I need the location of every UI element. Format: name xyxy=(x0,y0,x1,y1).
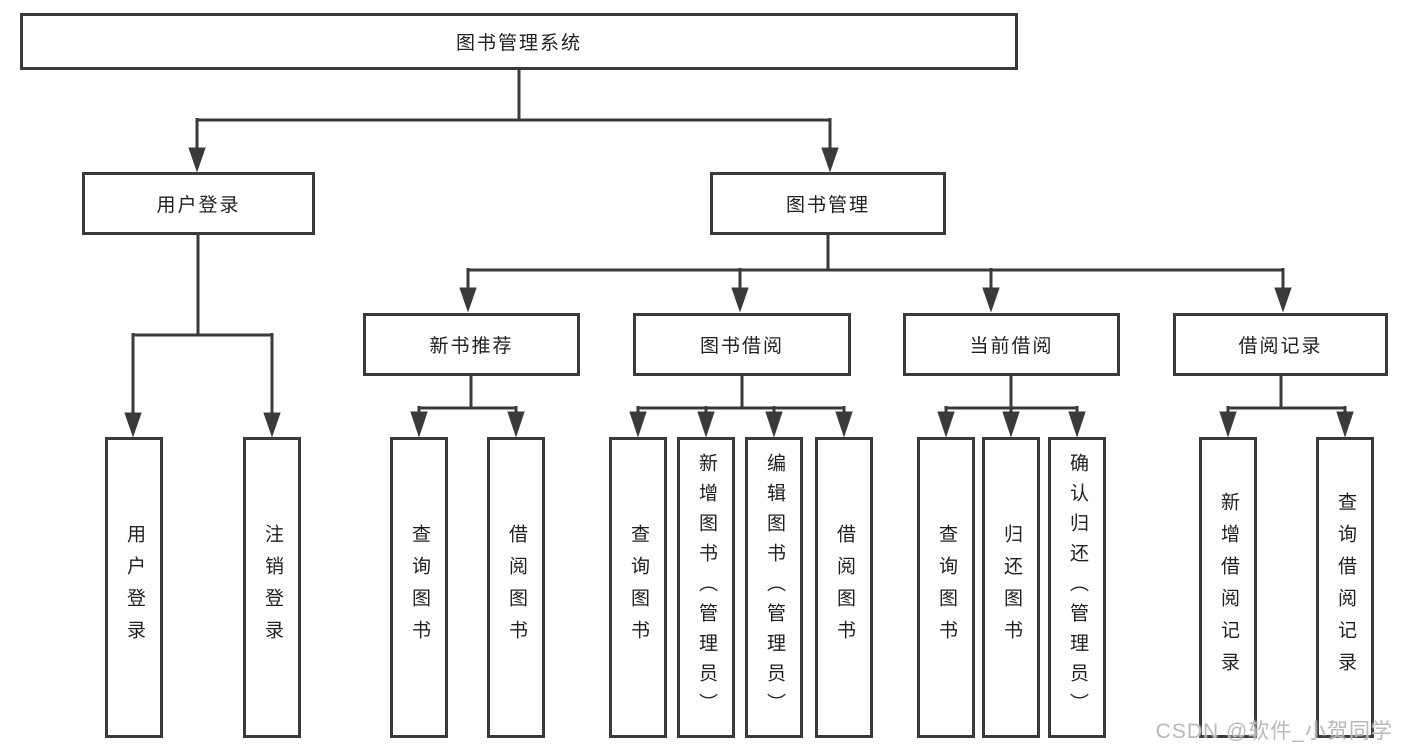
connector-root xyxy=(188,70,839,173)
leaf-logout: 注销登录 xyxy=(243,437,301,738)
node-current-borrowing: 当前借阅 xyxy=(903,313,1120,376)
connector-user-login xyxy=(124,235,281,438)
node-new-book-recommend: 新书推荐 xyxy=(363,313,580,376)
connector-book-borrowing xyxy=(629,375,853,438)
node-user-login: 用户登录 xyxy=(82,172,315,235)
leaf-user-login: 用户登录 xyxy=(105,437,163,738)
watermark-text: CSDN @软件_小贺同学 xyxy=(1155,720,1393,743)
connector-current-borrowing xyxy=(937,375,1086,438)
connector-borrowing-records xyxy=(1219,375,1354,438)
connector-new-book-recommend xyxy=(410,375,525,438)
node-root: 图书管理系统 xyxy=(20,13,1018,70)
node-book-management: 图书管理 xyxy=(710,172,946,235)
connector-book-management xyxy=(459,235,1292,313)
leaf-borrow-books-1: 借阅图书 xyxy=(487,437,545,738)
leaf-borrow-books-2: 借阅图书 xyxy=(815,437,873,738)
leaf-add-borrow-record: 新增借阅记录 xyxy=(1199,437,1257,738)
leaf-return-book: 归还图书 xyxy=(982,437,1040,738)
leaf-query-books-2: 查询图书 xyxy=(609,437,667,738)
node-book-borrowing: 图书借阅 xyxy=(633,313,851,376)
leaf-query-books-1: 查询图书 xyxy=(390,437,448,738)
leaf-add-book-admin: 新增图书（管理员） xyxy=(677,437,735,738)
leaf-confirm-return-admin: 确认归还（管理员） xyxy=(1048,437,1106,738)
leaf-edit-book-admin: 编辑图书（管理员） xyxy=(745,437,803,738)
node-borrowing-records: 借阅记录 xyxy=(1173,313,1388,376)
leaf-query-borrow-record: 查询借阅记录 xyxy=(1316,437,1374,738)
leaf-query-books-3: 查询图书 xyxy=(917,437,975,738)
